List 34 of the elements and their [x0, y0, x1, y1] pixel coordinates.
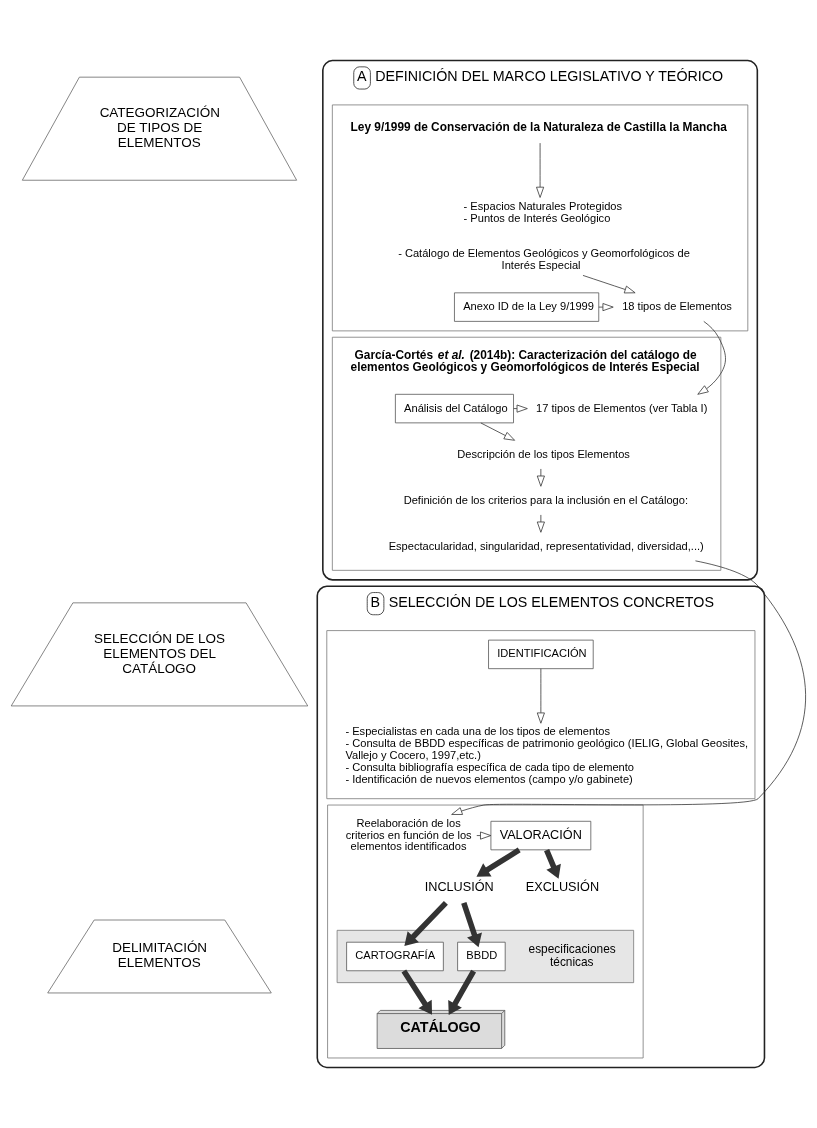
- node-text: Descripción de los tipos Elementos: [457, 447, 630, 460]
- node-box: Análisis del Catálogo: [395, 393, 514, 424]
- node-text: - Especialistas en cada una de los tipos de elementos - Consulta de BBDD específicas de patrimonio geológico (IELIG, Global Geosites, Vallejo y Cocero, 1997,etc.) - Consulta bibliografía específica de cada tipo de elemento - Identificación de nuevos elementos (campo y/o gabinete): [345, 725, 749, 785]
- node-box: IDENTIFICACIÓN: [488, 639, 594, 670]
- node-box: CARTOGRAFÍA: [346, 941, 444, 972]
- arrow: [461, 902, 482, 948]
- arrow: [536, 142, 545, 198]
- arrow: [536, 468, 545, 487]
- node-text: - Catálogo de Elementos Geológicos y Geomorfológicos de Interés Especial: [398, 247, 690, 272]
- node-text: Definición de los criterios para la inclusión en el Catálogo:: [403, 493, 688, 506]
- arrow: [451, 560, 806, 815]
- node-text: Reelaboración de los criterios en función de los elementos identificados: [345, 816, 472, 853]
- node-box: BBDD: [457, 941, 506, 972]
- arrow: [536, 668, 545, 724]
- arrow: [476, 847, 521, 877]
- node-text: 17 tipos de Elementos (ver Tabla I): [536, 401, 708, 414]
- arrow: [536, 514, 545, 533]
- node-text: 18 tipos de Elementos: [622, 300, 732, 313]
- arrow: [697, 321, 726, 395]
- node-text: INCLUSIÓN: [424, 880, 494, 895]
- arrow: [582, 275, 636, 294]
- arrow: [544, 849, 561, 879]
- arrow: [476, 831, 492, 840]
- arrow: [480, 422, 516, 441]
- node-text: EXCLUSIÓN: [525, 880, 600, 895]
- cluster: [326, 630, 756, 800]
- arrow: [404, 900, 448, 946]
- arrow: [401, 969, 433, 1015]
- node-text: Espectacularidad, singularidad, representatividad, diversidad,...): [388, 539, 704, 552]
- node-box: Anexo ID de la Ley 9/1999: [454, 292, 600, 322]
- node-text: - Espacios Naturales Protegidos - Puntos de Interés Geológico: [463, 199, 623, 224]
- arrow: [598, 303, 614, 312]
- node-box: VALORACIÓN: [490, 820, 592, 851]
- arrow: [448, 969, 477, 1015]
